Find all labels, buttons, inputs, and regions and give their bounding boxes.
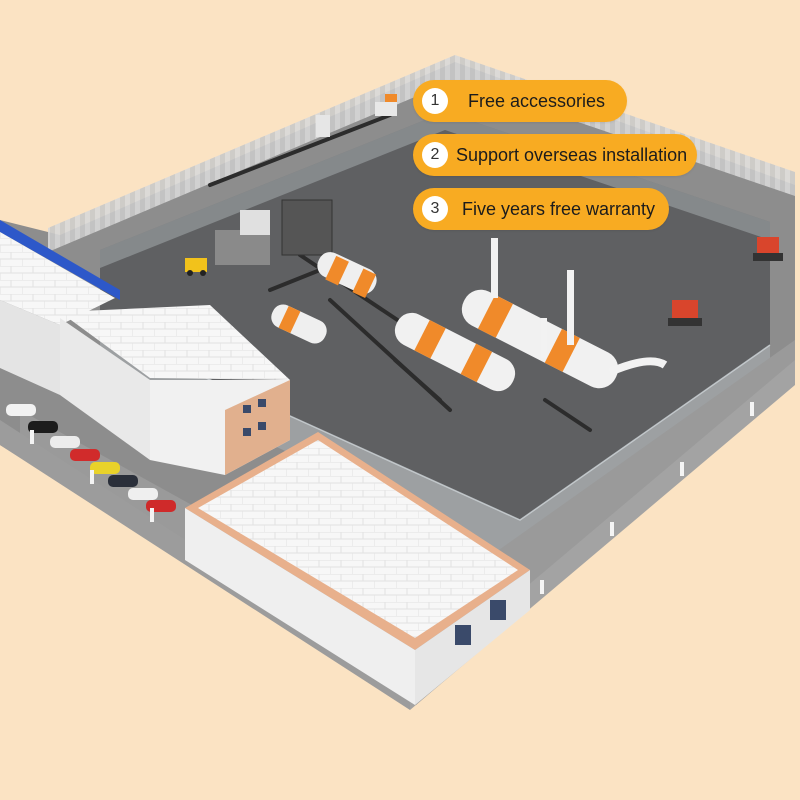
feature-label: Five years free warranty [462, 198, 656, 219]
rotary-dryer-small-1 [317, 252, 377, 299]
feature-free-accessories: 1 Free accessories [413, 80, 627, 122]
rotary-dryer-large-1 [394, 312, 516, 392]
machine-right-2 [753, 237, 783, 261]
chimney-3 [541, 318, 547, 358]
feature-label: Support overseas installation [456, 144, 688, 165]
chimney-1 [491, 238, 498, 298]
warehouse-left [0, 220, 120, 395]
rotary-dryer-small-2 [271, 304, 327, 344]
office-building [60, 305, 290, 475]
perimeter-wall-back-left [48, 55, 455, 252]
feature-label: Free accessories [468, 90, 606, 111]
feed-hopper [281, 199, 333, 256]
feature-overseas-installation: 2 Support overseas installation [413, 134, 697, 176]
parked-cars [6, 404, 176, 512]
feature-number-badge: 1 [422, 88, 448, 114]
feature-number-badge: 2 [422, 142, 448, 168]
warehouse-front [185, 432, 530, 705]
wheel-loader-1 [185, 258, 207, 276]
feature-number-badge: 3 [422, 196, 448, 222]
machine-right-1 [668, 300, 702, 326]
feature-warranty: 3 Five years free warranty [413, 188, 669, 230]
chimney-2 [567, 270, 574, 345]
